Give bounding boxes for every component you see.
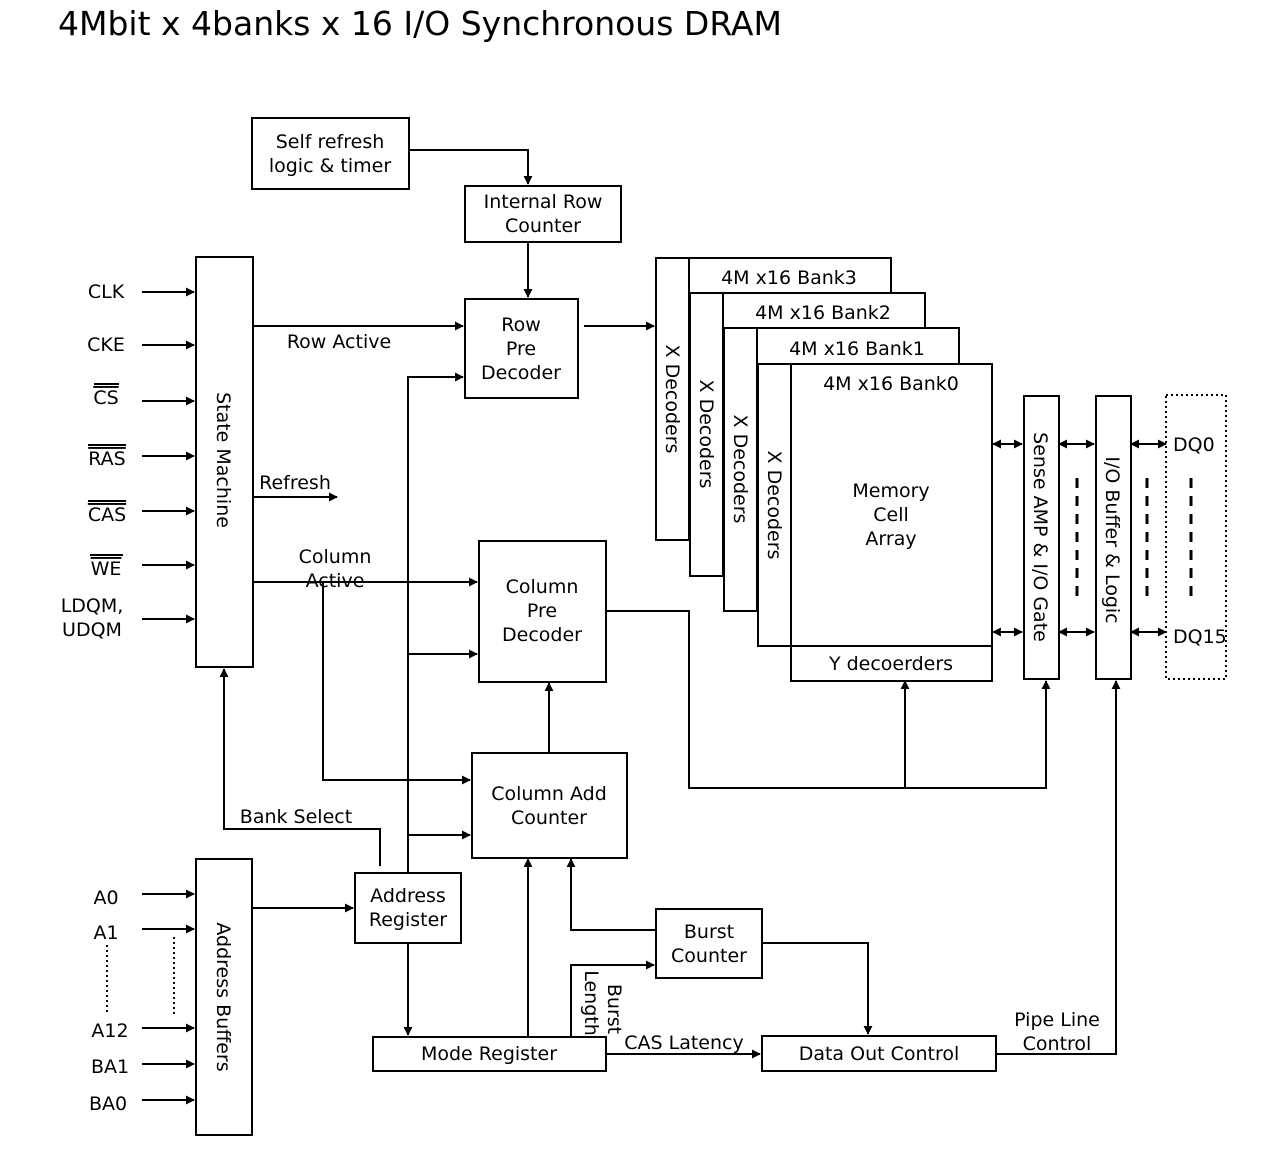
memory-cell-array-label-3: Array (865, 528, 916, 550)
pin-a0: A0 (93, 887, 118, 909)
y-decoders-block (790, 645, 993, 682)
address-register-label-1: Address (370, 885, 446, 907)
data-pin-labels: DQ0 DQ15 (1173, 434, 1227, 648)
bank0-x-decoders-label: X Decoders (763, 451, 785, 560)
column-add-counter-block: Column Add Counter (471, 752, 628, 859)
sense-amp-label: Sense AMP & I/O Gate (1029, 432, 1051, 642)
column-add-counter-label-1: Column Add (491, 783, 607, 805)
self-refresh-block: Self refresh logic & timer (251, 117, 410, 190)
pin-cke: CKE (87, 334, 125, 356)
memory-cell-array-label-1: Memory (852, 480, 929, 502)
pin-udqm: UDQM (62, 619, 122, 641)
burst-counter-block: Burst Counter (655, 908, 763, 979)
connections (106, 149, 1227, 1059)
bank2-label: 4M x16 Bank2 (755, 302, 891, 324)
pin-cas: CAS (88, 504, 126, 526)
self-refresh-label-1: Self refresh (276, 131, 385, 153)
burst-length-label-1: Burst (603, 984, 625, 1034)
burst-length-label-2: Length (580, 970, 602, 1036)
control-pin-labels: CLK CKE CS RAS CAS WE LDQM, UDQM (61, 281, 126, 641)
sense-amp-block: Sense AMP & I/O Gate (1023, 395, 1060, 680)
pin-ba0: BA0 (89, 1093, 127, 1115)
pin-a12: A12 (91, 1020, 128, 1042)
column-pre-decoder-block: Column Pre Decoder (478, 540, 607, 683)
y-decoders-label: Y decoerders (828, 653, 953, 675)
pin-we: WE (91, 558, 122, 580)
pin-ldqm: LDQM, (61, 595, 124, 617)
pipe-line-control-label-1: Pipe Line (1014, 1009, 1100, 1031)
self-refresh-label-2: logic & timer (269, 155, 392, 177)
cas-latency-label: CAS Latency (624, 1032, 743, 1054)
pin-clk: CLK (88, 281, 125, 303)
pin-ras: RAS (88, 448, 126, 470)
address-register-block: Address Register (354, 872, 462, 944)
data-out-control-label: Data Out Control (799, 1043, 960, 1065)
control-input-arrows (142, 287, 195, 624)
refresh-label: Refresh (259, 472, 331, 494)
memory-cell-array-label-2: Cell (873, 504, 909, 526)
column-active-label-1: Column (299, 546, 372, 568)
address-register-label-2: Register (369, 909, 447, 931)
column-add-counter-label-2: Counter (511, 807, 587, 829)
address-input-arrows (142, 889, 195, 1105)
burst-counter-label-2: Counter (671, 945, 747, 967)
bank3-label: 4M x16 Bank3 (721, 267, 857, 289)
state-machine-label: State Machine (212, 392, 234, 528)
internal-row-counter-label-1: Internal Row (484, 191, 603, 213)
bank-select-label: Bank Select (240, 806, 352, 828)
column-pre-decoder-label-3: Decoder (502, 624, 582, 646)
active-low-overlines (88, 383, 126, 556)
io-buffer-label: I/O Buffer & Logic (1101, 456, 1123, 623)
pin-dq15: DQ15 (1173, 626, 1227, 648)
pin-ba1: BA1 (91, 1056, 129, 1078)
address-buffers-label: Address Buffers (212, 922, 234, 1071)
row-pre-decoder-block: Row Pre Decoder (464, 298, 579, 399)
internal-row-counter-label-2: Counter (505, 215, 581, 237)
row-active-label: Row Active (287, 331, 391, 353)
state-machine-block: State Machine (195, 256, 254, 668)
pipe-line-control-label-2: Control (1023, 1033, 1092, 1055)
column-pre-decoder-label-1: Column (506, 576, 579, 598)
bank0-label: 4M x16 Bank0 (823, 373, 959, 395)
bank1-label: 4M x16 Bank1 (789, 338, 925, 360)
io-buffer-block: I/O Buffer & Logic (1095, 395, 1132, 680)
column-active-label-2: Active (306, 570, 365, 592)
burst-counter-label-1: Burst (684, 921, 734, 943)
row-pre-decoder-label-2: Pre (506, 338, 536, 360)
memory-bank-0: 4M x16 Bank0 X Decoders Memory Cell Arra… (757, 363, 993, 682)
column-pre-decoder-label-2: Pre (527, 600, 557, 622)
row-pre-decoder-label-3: Decoder (481, 362, 561, 384)
address-buffers-block: Address Buffers (195, 858, 253, 1136)
pin-dq0: DQ0 (1173, 434, 1215, 456)
address-pin-labels: A0 A1 A12 BA1 BA0 (89, 887, 129, 1115)
diagram-title: 4Mbit x 4banks x 16 I/O Synchronous DRAM (58, 4, 782, 43)
dq-pin-group (1165, 394, 1227, 680)
bank3-x-decoders-label: X Decoders (661, 345, 683, 454)
row-pre-decoder-label-1: Row (501, 314, 541, 336)
bank2-x-decoders-label: X Decoders (695, 380, 717, 489)
mode-register-label: Mode Register (421, 1043, 557, 1065)
signal-labels: Row Active Refresh Column Active Bank Se… (240, 331, 1100, 1055)
pin-a1: A1 (93, 922, 118, 944)
mode-register-block: Mode Register (372, 1036, 607, 1072)
internal-row-counter-block: Internal Row Counter (464, 185, 622, 243)
bank1-x-decoders-label: X Decoders (729, 415, 751, 524)
pin-cs: CS (93, 387, 118, 409)
data-out-control-block: Data Out Control (761, 1035, 997, 1072)
